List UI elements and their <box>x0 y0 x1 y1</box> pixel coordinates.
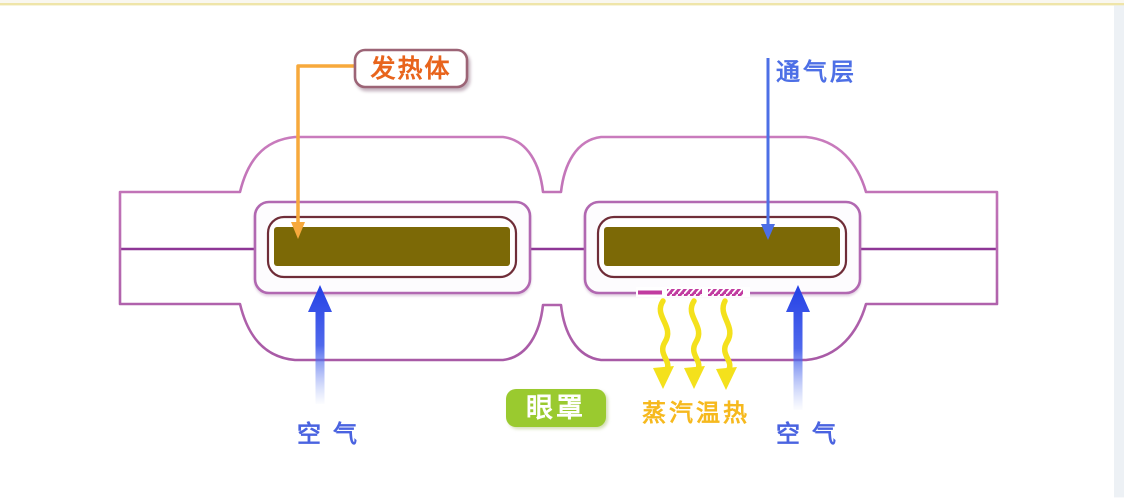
page-top-border <box>0 3 1124 6</box>
steam-arrows <box>657 298 733 374</box>
heater-pointer-arrow-icon <box>291 222 305 239</box>
air-arrow-left <box>308 285 332 404</box>
mask-label-pill <box>506 389 606 427</box>
heater-pointer-line <box>296 64 354 225</box>
vent-layer-label: 通气层 <box>776 58 857 86</box>
steam-label: 蒸汽温热 <box>642 399 750 427</box>
steam-arrow-1 <box>657 298 671 374</box>
vent-slot-1 <box>667 289 702 296</box>
steam-arrowhead-2-icon <box>684 366 705 389</box>
steam-arrowheads <box>653 366 737 390</box>
air-label-left: 空气 <box>297 420 369 448</box>
steam-arrow-2 <box>688 298 702 374</box>
page-top-margin <box>0 0 1124 3</box>
mask-label: 眼罩 <box>526 393 586 423</box>
steam-arrowhead-1-icon <box>653 366 674 389</box>
mask-outline <box>118 135 999 362</box>
page-right-strip <box>1114 5 1124 498</box>
vent-solid-segment <box>638 290 662 295</box>
heater-label: 发热体 <box>369 54 451 83</box>
air-label-right: 空气 <box>776 420 848 448</box>
right-heater <box>604 227 840 266</box>
heater-label-box <box>353 48 469 89</box>
vent-pointer-arrow-icon <box>761 224 775 240</box>
left-heater <box>274 227 510 266</box>
vent-slot-2 <box>708 289 743 296</box>
steam-arrowhead-3-icon <box>716 367 737 390</box>
air-arrow-right <box>786 285 810 410</box>
steam-arrow-3 <box>720 298 733 374</box>
